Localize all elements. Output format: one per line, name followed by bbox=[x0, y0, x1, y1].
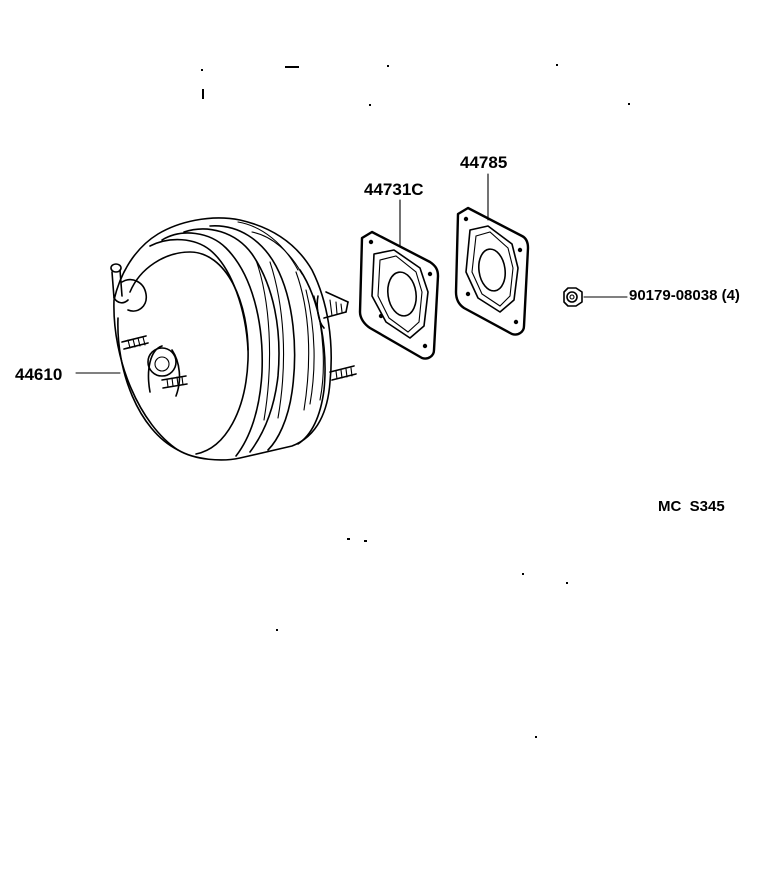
rear-stud-lower bbox=[329, 365, 357, 381]
part-label-nut: 90179-08038 (4) bbox=[629, 287, 740, 304]
nut-drawing bbox=[563, 287, 583, 307]
rear-stud-upper bbox=[316, 291, 349, 329]
diagram-code: MC S345 bbox=[658, 498, 725, 515]
vacuum-fitting bbox=[110, 263, 148, 312]
part-label-plate: 44785 bbox=[460, 153, 507, 172]
gasket-drawing bbox=[358, 230, 440, 360]
front-stud-upper bbox=[121, 335, 149, 350]
part-label-gasket: 44731C bbox=[364, 180, 424, 199]
part-label-booster: 44610 bbox=[15, 365, 62, 384]
front-stud-lower bbox=[161, 375, 188, 389]
plate-drawing bbox=[454, 206, 530, 336]
brake-booster-drawing bbox=[110, 217, 357, 461]
scan-specks bbox=[201, 64, 630, 738]
